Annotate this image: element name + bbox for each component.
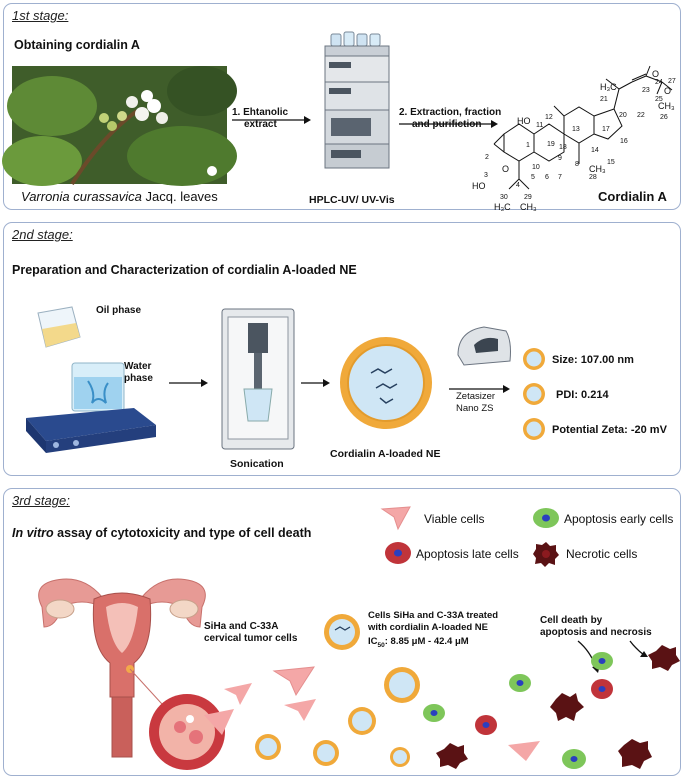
stage2-title: 2nd stage: [12,227,73,242]
stage2-subtitle: Preparation and Characterization of cord… [12,263,357,277]
atom-26: 26 [660,114,668,121]
atom-15: 15 [607,159,615,166]
legend-early-label: Apoptosis early cells [564,512,674,526]
ne-droplet-small-icon [324,614,360,650]
arrow-to-ne-icon [301,379,330,387]
atom-30: 30 [500,194,508,201]
oil-phase-label: Oil phase [96,305,142,316]
arrow1-label-line2: extract [244,119,277,130]
zetasizer-icon [457,326,511,366]
stage1-subtitle: Obtaining cordialin A [14,38,140,52]
death-line2: apoptosis and necrosis [540,627,652,638]
atom-8: 8 [575,161,579,168]
atom-23: 23 [642,87,650,94]
magnetic-stirrer-icon [26,362,156,453]
atom-17: 17 [602,126,610,133]
ne-label: Cordialin A-loaded NE [330,448,441,460]
death-line1: Cell death by [540,615,603,626]
arrow2-label-line1: 2. Extraction, fraction [399,107,502,118]
atom-12: 12 [545,114,553,121]
atom-ho-bottom: HO [472,181,486,191]
atom-h3c-top: H₃C [600,82,617,92]
ne-droplet-icon [340,337,432,429]
arrow-to-results-icon [449,385,510,393]
atom-7: 7 [558,174,562,181]
water-phase-line1: Water [124,361,152,372]
atom-25: 25 [655,96,663,103]
atom-2: 2 [485,154,489,161]
water-phase-line2: phase [124,373,153,384]
cordialin-a-structure [493,65,673,190]
legend-necrotic-label: Necrotic cells [566,547,638,561]
legend-viable-label: Viable cells [424,512,485,526]
atom-ch3-right: CH₃ [658,101,675,111]
atom-5: 5 [531,174,535,181]
stage3-subtitle: In vitro assay of cytotoxicity and type … [12,526,312,540]
atom-20: 20 [619,112,627,119]
stage1-title: 1st stage: [12,8,69,23]
atom-o-ring: O [502,164,510,174]
atom-4: 4 [516,182,520,189]
atom-9: 9 [558,155,562,162]
oil-beaker-icon [37,306,81,348]
zeta-value: Potential Zeta: -20 mV [552,424,667,436]
atom-14: 14 [591,147,599,154]
atom-27: 27 [668,78,676,85]
atom-ch3-mid: CH₃ [589,164,606,174]
legend-necrotic-icon [533,542,559,567]
sonication-label: Sonication [230,458,284,470]
treated-line2: with cordialin A-loaded NE [368,622,488,633]
ic50-value: IC50: 8.85 μM - 42.4 μM [368,636,469,649]
pdi-value: PDI: 0.214 [556,389,609,401]
stage1-panel: 1st stage: Obtaining cordialin A Varroni… [2,3,681,212]
size-droplet-icon [523,348,545,370]
legend-early-icon [533,508,559,528]
atom-28: 28 [589,174,597,181]
tumor-line2: cervical tumor cells [204,633,298,644]
hplc-instrument-icon [324,31,390,169]
atom-o-epox: O [664,86,672,96]
atom-18: 18 [559,144,567,151]
legend-viable-icon [380,506,411,531]
arrow-to-sonicator-icon [169,379,208,387]
atom-6: 6 [545,174,549,181]
atom-o-top: O [652,69,660,79]
uterus-illustration [38,578,225,770]
pdi-droplet-icon [523,383,545,405]
arrow1-icon [232,116,311,124]
atom-29: 29 [524,194,532,201]
instrument-label: HPLC-UV/ UV-Vis [309,194,395,206]
plant-photo [2,66,237,186]
atom-11: 11 [536,122,544,129]
zeta-droplet-icon [523,418,545,440]
stage3-panel: 3rd stage: In vitro assay of cytotoxicit… [3,488,681,776]
treated-line1: Cells SiHa and C-33A treated [368,610,499,621]
size-value: Size: 107.00 nm [552,354,634,366]
legend-late-icon [385,542,411,564]
arrow1-label-line1: 1. Ehtanolic [232,107,289,118]
cells-field [204,645,680,769]
atom-21: 21 [600,96,608,103]
plant-caption: Varronia curassavica Jacq. leaves [21,189,218,204]
atom-ch3-bottom: CH₃ [520,202,537,212]
zetasizer-line2: Nano ZS [456,403,494,414]
tumor-line1: SiHa and C-33A [204,621,279,632]
atom-ho-top: HO [517,116,531,126]
atom-10: 10 [532,164,540,171]
sonicator-icon [221,308,295,450]
atom-h3c-bottom: H₃C [494,202,511,212]
legend-late-label: Apoptosis late cells [416,547,519,561]
compound-name: Cordialin A [598,189,667,204]
stage3-title: 3rd stage: [12,493,70,508]
atom-16: 16 [620,138,628,145]
arrow2-icon [399,120,498,128]
atom-3: 3 [484,172,488,179]
atom-24: 24 [655,79,663,86]
atom-13: 13 [572,126,580,133]
atom-19: 19 [547,141,555,148]
atom-1: 1 [526,142,530,149]
zetasizer-line1: Zetasizer [456,391,496,402]
stage2-panel: 2nd stage: Preparation and Characterizat… [3,222,681,476]
atom-22: 22 [637,112,645,119]
